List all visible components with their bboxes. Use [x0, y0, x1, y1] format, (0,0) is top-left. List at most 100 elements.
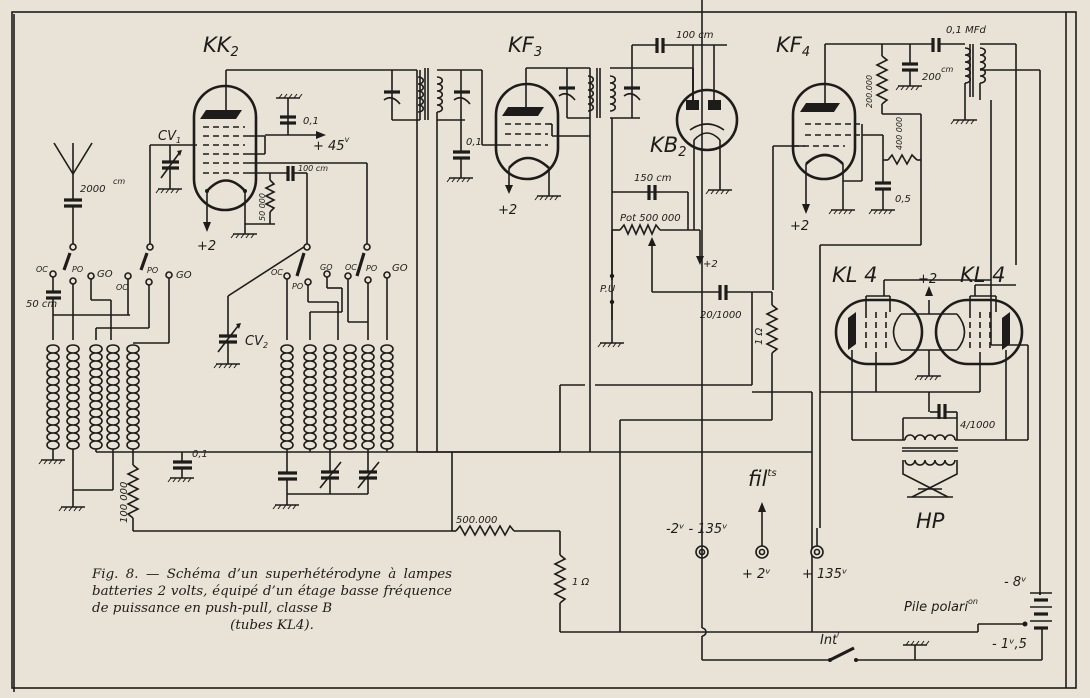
switch-label-go: GO	[176, 270, 192, 281]
coil-icon	[280, 344, 294, 450]
kk2-screen-voltage-label: + 45v	[313, 135, 350, 154]
ground-icon	[155, 188, 183, 194]
tube-label-kf3: KF3	[508, 33, 542, 60]
kk2-grid-res-label: 50 000	[258, 193, 267, 221]
osc-cap-label: 50 cm	[26, 299, 57, 310]
caption-text-end: (tubes KL4).	[230, 618, 314, 633]
kk2-osc-grid-network	[245, 166, 308, 245]
ground-icon	[446, 177, 474, 183]
filament-terminal-label: + 2ᵛ	[742, 567, 771, 582]
frame-border	[11, 11, 1077, 689]
bias-battery-icon	[977, 592, 1052, 660]
oscillator-padder-cap	[46, 277, 61, 340]
output-cap-label: 4/1000	[960, 420, 995, 431]
wave-switch-bank-left[interactable]	[49, 243, 173, 286]
ground-icon	[213, 363, 241, 369]
switch-label-oc: OC	[36, 265, 48, 274]
switch-label-oc: OC	[116, 283, 128, 292]
ground-icon	[868, 209, 896, 215]
osc-decoupling-label: 0,1	[192, 449, 208, 460]
kb2-top-cap-label: 100 cm	[676, 30, 714, 41]
osc-res-label: 100 000	[119, 482, 130, 523]
switch-label-po: PO	[292, 282, 303, 291]
if-transformer-1	[383, 68, 483, 452]
ground-icon	[895, 85, 923, 91]
output-transformer	[852, 392, 1006, 498]
tube-kk2	[192, 69, 417, 232]
bias-bottom-label: - 1ᵛ,5	[992, 637, 1027, 652]
tube-label-kl4-left: KL 4	[832, 263, 878, 287]
bias-top-label: - 8ᵛ	[1004, 575, 1027, 590]
kl4-filament-label: +2	[918, 272, 937, 287]
ground-icon	[828, 209, 856, 215]
arrow-right-icon	[316, 131, 326, 139]
kf4-coupling-label: 0,1 MFd	[946, 25, 986, 36]
kk2-grid-cap-label: 100 cm	[298, 164, 328, 173]
ground-icon	[914, 375, 942, 381]
tube-kf3	[482, 67, 590, 196]
arrow-up-icon	[925, 286, 933, 296]
pickup-label: P.U	[600, 284, 616, 295]
kf4-screen-res-label: 400 000	[895, 117, 904, 150]
pickup-input[interactable]	[609, 273, 615, 343]
kf4-screen-cap-label: 0,5	[895, 194, 911, 205]
switch-label-po: PO	[72, 265, 83, 274]
coil-icon	[323, 344, 337, 450]
ground-icon	[275, 93, 303, 99]
wave-switch-bank-middle[interactable]	[283, 243, 391, 286]
caption-text: Fig. 8. — Schéma d’un superhétérodyne à …	[92, 567, 452, 616]
ground-icon	[950, 119, 978, 125]
kb2-pot-label: Pot 500 000	[620, 213, 681, 224]
ground-icon	[705, 189, 733, 195]
arrow-up-icon	[758, 502, 766, 512]
kk2-decoupling-label: 0,1	[303, 116, 319, 127]
switch-label-go: GO	[97, 269, 113, 280]
kb2-cap-label: 150 cm	[634, 173, 672, 184]
switch-label-oc: OC	[271, 268, 283, 277]
ground-icon	[167, 477, 195, 483]
ht-terminal-label: + 135ᵛ	[802, 567, 847, 582]
ground-icon	[230, 233, 258, 239]
switch-label-po: PO	[147, 266, 158, 275]
bias-battery-label: Pile polarion	[904, 597, 978, 615]
kk2-screen-supply	[245, 98, 326, 155]
coil-icon	[361, 344, 375, 450]
avc-resistor	[451, 452, 978, 633]
detector-network	[611, 185, 772, 300]
kk2-filament-label: +2	[197, 239, 216, 254]
tube-label-kk2: KK2	[203, 33, 239, 60]
coil-icon	[89, 344, 103, 450]
kf4-load-network	[819, 38, 1041, 595]
if-decoupling-label: 0,1	[466, 137, 482, 148]
coil-icon	[126, 344, 140, 450]
coupling-cap-label: 20/1000	[700, 310, 742, 321]
variable-capacitor-cv1	[149, 144, 197, 245]
coil-icon	[303, 344, 317, 450]
speaker-label: HP	[916, 509, 945, 533]
switch-label-go: GO	[320, 263, 333, 272]
tube-label-kb2: KB2	[650, 133, 686, 160]
antenna-cap-unit: cm	[113, 177, 125, 186]
switch-label-oc: OC	[345, 263, 357, 272]
antenna-icon	[53, 142, 93, 247]
tube-kl4-pair	[820, 279, 1024, 440]
kf4-filament-label: +2	[790, 219, 809, 234]
kf4-plate-res-label: 200.000	[865, 75, 874, 108]
avc-res-label: 500.000	[456, 515, 497, 526]
kf3-filament-label: +2	[498, 203, 517, 218]
coil-icon	[46, 344, 60, 450]
coil-wiring-left	[53, 278, 170, 344]
grid-leak-label: 1 Ω	[754, 327, 765, 345]
kb2-filament-label: +2	[703, 259, 718, 270]
coil-icon	[106, 344, 120, 450]
kf4-bypass-label: 200cm	[922, 65, 953, 83]
avc-res2-label: 1 Ω	[572, 577, 590, 588]
grid-leak-resistor	[559, 292, 779, 452]
ground-icon	[58, 506, 86, 512]
cv2-label: CV2	[245, 334, 268, 350]
switch-label: Intr	[820, 629, 841, 648]
ground-icon	[272, 504, 300, 510]
power-terminals	[695, 0, 1042, 662]
